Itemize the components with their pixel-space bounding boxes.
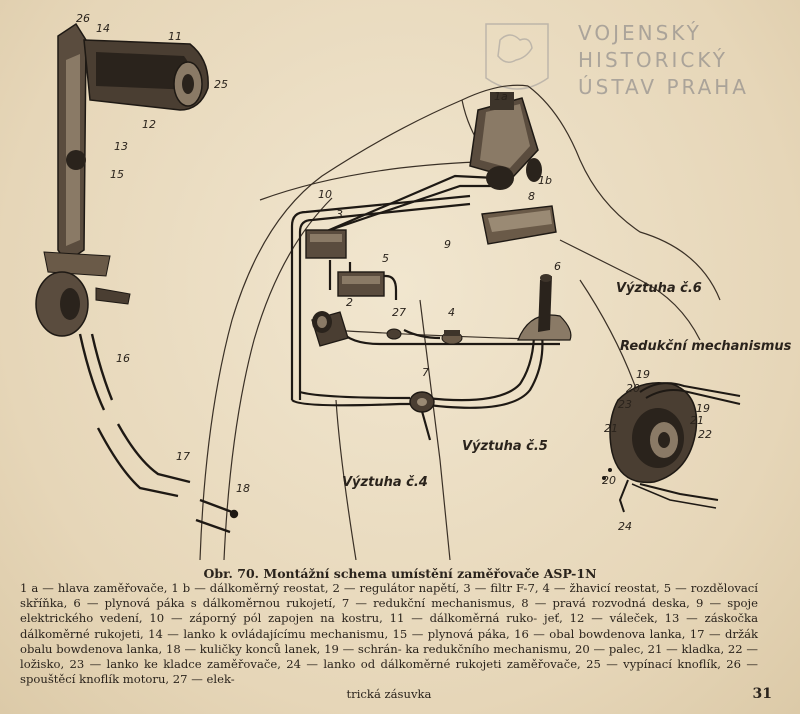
legend-line: jeť, 12 — váleček, 13 — záskočka dálkomě…: [20, 611, 758, 641]
reduction-mechanism-detail: [602, 382, 741, 513]
svg-text:5: 5: [382, 252, 389, 265]
figure-legend: 1 a — hlava zaměřovače, 1 b — dálkoměrný…: [20, 581, 758, 703]
legend-line: lanko od dálkoměrné rukojeti zaměřovače,…: [20, 657, 758, 687]
annotation-vyztuha-6: Výztuha č.6: [616, 281, 702, 296]
svg-text:26: 26: [76, 12, 90, 25]
svg-text:24: 24: [618, 520, 632, 533]
svg-text:27: 27: [392, 306, 406, 319]
svg-text:18: 18: [236, 482, 250, 495]
watermark-line: VOJENSKÝ: [578, 21, 702, 45]
legend-line: páka, 16 — obal bowdenova lanka, 17 — dr…: [20, 626, 759, 656]
legend-line: rozvodná deska, 9 — spoje elektrického v…: [20, 596, 758, 626]
legend-line: 1 a — hlava zaměřovače, 1 b — dálkoměrný…: [20, 581, 660, 595]
watermark-line: HISTORICKÝ: [578, 48, 728, 72]
assembly-diagram: 26 14 11 25 12 13 15 16 17 18 1a 1b 10 3…: [35, 12, 792, 560]
distribution-box: [337, 271, 385, 297]
page-number: 31: [752, 686, 772, 702]
svg-text:23: 23: [618, 398, 632, 411]
svg-text:8: 8: [528, 190, 535, 203]
legend-line: 5 — rozdělovací skříňka, 6 — plynová pák…: [20, 581, 758, 611]
svg-text:19: 19: [696, 402, 710, 415]
svg-text:17: 17: [176, 450, 190, 463]
watermark: VOJENSKÝ HISTORICKÝ ÚSTAV PRAHA: [578, 20, 749, 101]
throttle-lever: [517, 274, 572, 341]
svg-text:10: 10: [318, 188, 332, 201]
electric-socket: [386, 328, 402, 340]
svg-text:21: 21: [604, 422, 618, 435]
right-distribution-board: [481, 205, 557, 245]
svg-text:11: 11: [168, 30, 182, 43]
sight-head: [469, 92, 542, 190]
svg-text:1a: 1a: [494, 90, 508, 103]
svg-text:9: 9: [444, 238, 451, 251]
annotation-vyztuha-5: Výztuha č.5: [462, 439, 548, 454]
reduction-mechanism-small: [409, 391, 435, 413]
svg-text:19: 19: [636, 368, 650, 381]
svg-text:13: 13: [114, 140, 128, 153]
svg-text:25: 25: [214, 78, 228, 91]
bowden-cable: [78, 333, 239, 534]
watermark-line: ÚSTAV PRAHA: [578, 75, 749, 99]
cockpit-frame: [199, 84, 721, 560]
svg-text:4: 4: [448, 306, 455, 319]
svg-text:7: 7: [422, 366, 429, 379]
svg-text:16: 16: [116, 352, 130, 365]
filter-f7: [305, 229, 347, 259]
svg-text:1b: 1b: [538, 174, 552, 187]
svg-text:12: 12: [142, 118, 156, 131]
svg-text:22: 22: [698, 428, 712, 441]
svg-text:3: 3: [336, 208, 343, 221]
svg-text:15: 15: [110, 168, 124, 181]
svg-text:21: 21: [690, 414, 704, 427]
legend-line: ka redukčního mechanismu, 20 — palec, 21…: [20, 641, 759, 672]
svg-text:6: 6: [554, 260, 561, 273]
annotation-reduction-mechanism: Redukční mechanismus: [620, 339, 792, 354]
figure-caption-title: Obr. 70. Montážní schema umístění zaměřo…: [203, 566, 597, 581]
lion-emblem-icon: [485, 23, 549, 90]
rangefinder-handle: [35, 22, 209, 337]
svg-text:20: 20: [602, 474, 616, 487]
voltage-regulator: [311, 311, 349, 347]
legend-line: trická zásuvka: [346, 687, 432, 702]
svg-text:20: 20: [626, 382, 640, 395]
svg-text:14: 14: [96, 22, 110, 35]
heating-rheostat: [441, 330, 463, 345]
svg-text:2: 2: [346, 296, 353, 309]
annotation-vyztuha-4: Výztuha č.4: [342, 475, 428, 490]
part-labels: 26 14 11 25 12 13 15 16 17 18 1a 1b 10 3…: [76, 12, 712, 533]
